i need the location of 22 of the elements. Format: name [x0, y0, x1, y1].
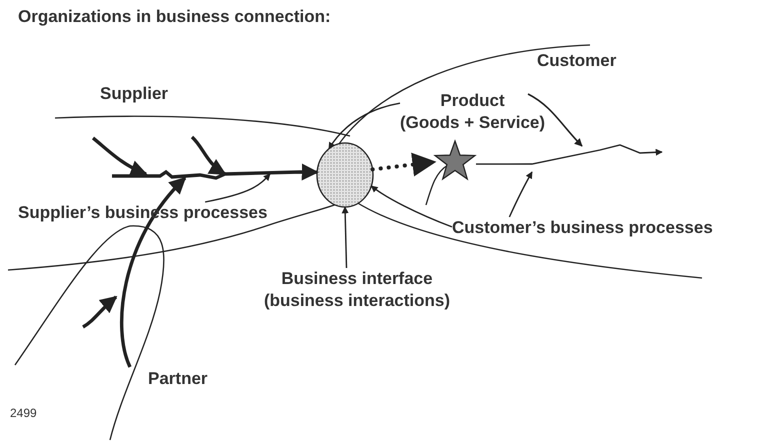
- region-label: Partner: [148, 368, 208, 390]
- arrow: [112, 164, 319, 181]
- interface-ellipse: [316, 142, 374, 208]
- leader-line: [370, 185, 452, 228]
- arrow: [476, 144, 663, 165]
- title: Organizations in business connection:: [18, 6, 331, 28]
- arrow: [92, 136, 148, 176]
- arrow: [190, 136, 226, 176]
- callout-text: Customer’s business processes: [452, 217, 713, 239]
- region-label: Supplier: [100, 83, 168, 105]
- arrow: [82, 296, 118, 328]
- leader-line: [204, 173, 271, 203]
- region-label: Customer: [537, 50, 616, 72]
- figure-number: 2499: [10, 405, 37, 422]
- arrow: [370, 152, 436, 176]
- arrow: [120, 176, 186, 368]
- callout-text: Business interface (business interactions): [252, 268, 462, 312]
- star-icon: [433, 139, 477, 180]
- callout-text: Product (Goods + Service): [400, 90, 546, 134]
- leader-line: [342, 206, 349, 268]
- leader-line: [508, 171, 533, 218]
- leader-line: [328, 102, 400, 150]
